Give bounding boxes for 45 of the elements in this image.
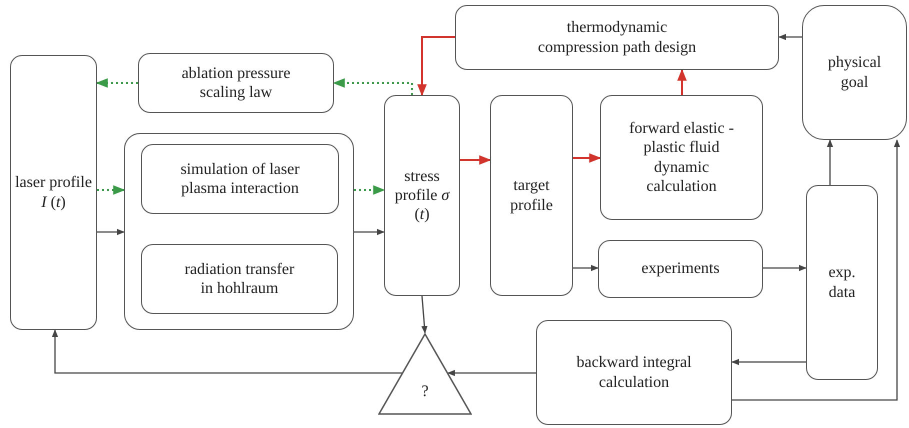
node-label: physical goal <box>827 53 882 92</box>
arrow <box>97 228 125 236</box>
arrow <box>354 185 386 195</box>
arrow <box>332 78 413 95</box>
arrow <box>732 139 900 401</box>
process-box <box>536 320 732 425</box>
process-box <box>802 5 907 140</box>
arrow <box>778 34 802 40</box>
process-box <box>806 185 878 380</box>
process-box <box>141 244 338 314</box>
arrow <box>573 264 599 272</box>
process-box <box>490 95 573 296</box>
node-label: stress profile σ (t) <box>394 166 451 224</box>
arrow <box>97 185 126 195</box>
process-box <box>10 55 97 330</box>
node-label: backward integral calculation <box>575 353 693 392</box>
process-box <box>138 53 334 113</box>
process-box <box>141 144 339 214</box>
arrow <box>677 68 687 95</box>
node-label: radiation transfer in hohlraum <box>184 260 296 298</box>
arrow <box>460 155 492 165</box>
arrow <box>826 139 834 185</box>
arrow <box>96 78 138 88</box>
arrow <box>447 370 536 376</box>
node-label: exp. data <box>827 263 857 302</box>
arrow <box>421 296 428 334</box>
node-label: ablation pressure scaling law <box>180 64 292 102</box>
node-label: forward elastic -plastic fluid dynamic calculation <box>628 119 735 196</box>
process-box <box>598 240 763 298</box>
node-label: laser profile I (t) <box>15 173 92 212</box>
node-label: simulation of laser plasma interaction <box>179 160 301 198</box>
node-label: ? <box>421 382 429 401</box>
group-box <box>124 133 354 330</box>
arrow <box>52 329 402 374</box>
arrow <box>731 358 806 366</box>
arrow <box>763 264 807 272</box>
arrow <box>354 228 385 236</box>
arrow <box>417 36 455 96</box>
arrow <box>573 153 602 163</box>
process-box <box>384 95 460 296</box>
node-label: experiments <box>641 259 720 279</box>
process-box <box>600 95 763 220</box>
process-box <box>455 5 779 70</box>
node-label: target profile <box>509 176 554 215</box>
node-label: thermodynamic compression path design <box>536 18 698 57</box>
